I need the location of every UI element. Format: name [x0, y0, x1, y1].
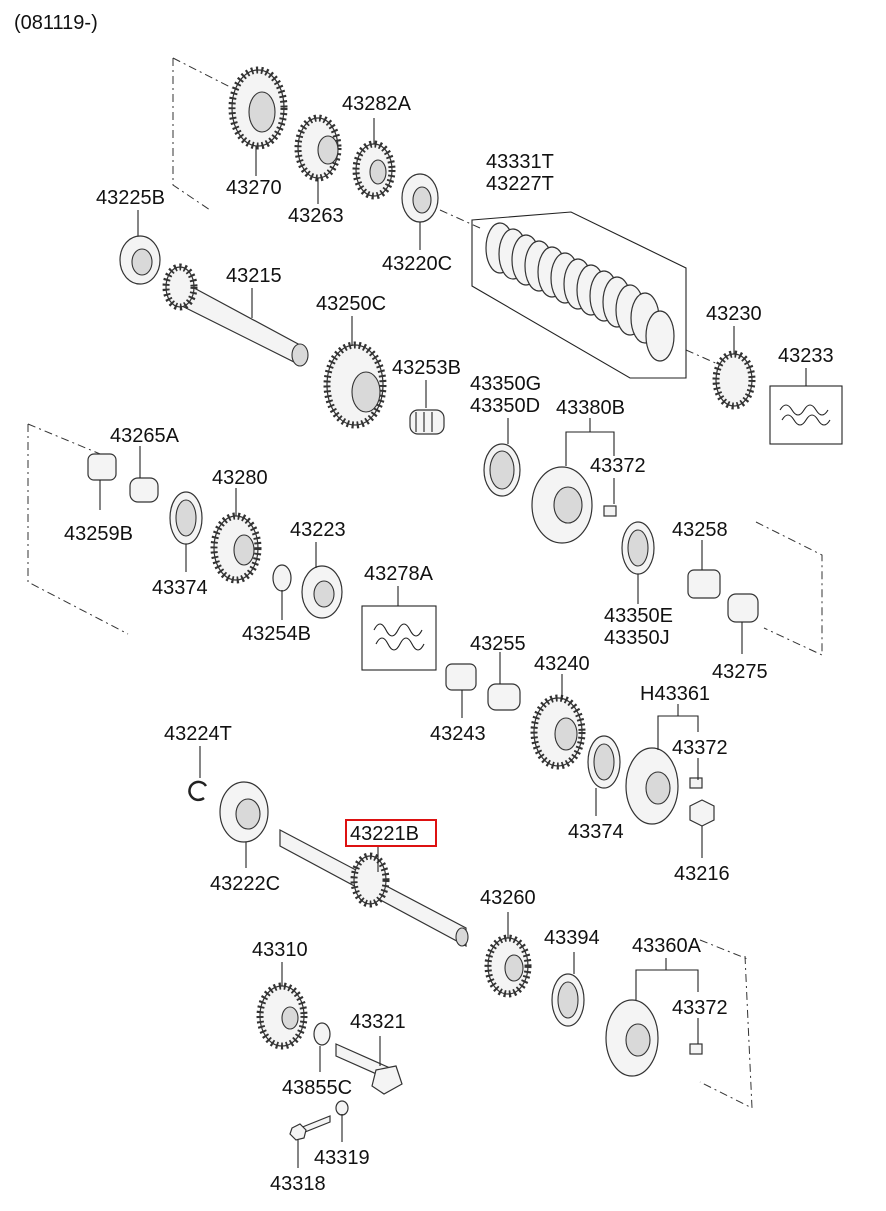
part-label-43265a[interactable]: 43265A — [110, 425, 180, 447]
part-label-43215[interactable]: 43215 — [226, 265, 282, 287]
spring-box — [769, 385, 843, 445]
synchro-hub-icon — [531, 466, 617, 544]
gear-icon — [294, 114, 342, 182]
bearing-icon — [401, 173, 439, 223]
nut-icon — [689, 799, 715, 827]
gear-icon — [530, 694, 586, 770]
part-label-43263[interactable]: 43263 — [288, 205, 344, 227]
part-label-43310[interactable]: 43310 — [252, 939, 308, 961]
part-label-h43361[interactable]: H43361 — [640, 683, 710, 705]
part-label-43270[interactable]: 43270 — [226, 177, 282, 199]
part-label-43350d[interactable]: 43350D — [470, 395, 540, 417]
part-label-43230[interactable]: 43230 — [706, 303, 762, 325]
part-label-43374-b[interactable]: 43374 — [568, 821, 624, 843]
part-label-43350j[interactable]: 43350J — [604, 627, 670, 649]
part-label-43243[interactable]: 43243 — [430, 723, 486, 745]
part-label-43255[interactable]: 43255 — [470, 633, 526, 655]
synchro-ring-icon — [551, 973, 585, 1027]
part-label-43350e[interactable]: 43350E — [604, 605, 673, 627]
part-label-43360a[interactable]: 43360A — [632, 935, 702, 957]
gear-icon — [228, 66, 288, 150]
part-label-43331t[interactable]: 43331T — [486, 151, 554, 173]
part-label-43222c[interactable]: 43222C — [210, 873, 280, 895]
spring-box — [361, 605, 437, 671]
synchro-ring-icon — [587, 735, 621, 789]
bushing-icon — [445, 663, 477, 691]
part-label-43223[interactable]: 43223 — [290, 519, 346, 541]
key-icon — [335, 1043, 403, 1095]
part-label-43394[interactable]: 43394 — [544, 927, 600, 949]
bearing-icon — [727, 593, 759, 623]
part-label-43275[interactable]: 43275 — [712, 661, 768, 683]
part-label-43225b[interactable]: 43225B — [96, 187, 165, 209]
part-label-43280[interactable]: 43280 — [212, 467, 268, 489]
group-outline-left — [27, 424, 129, 635]
part-label-43253b[interactable]: 43253B — [392, 357, 461, 379]
gear-icon — [323, 341, 387, 429]
revision-code: (081119-) — [14, 12, 98, 34]
part-label-43259b[interactable]: 43259B — [64, 523, 133, 545]
part-label-43254b[interactable]: 43254B — [242, 623, 311, 645]
synchro-ring-icon — [169, 491, 203, 545]
part-label-43318[interactable]: 43318 — [270, 1173, 326, 1195]
part-label-43380b[interactable]: 43380B — [556, 397, 625, 419]
synchro-hub-icon — [625, 747, 703, 825]
bushing-icon — [687, 569, 721, 599]
shaft-icon — [279, 829, 469, 948]
part-label-43221b[interactable]: 43221B — [350, 823, 419, 845]
part-label-43372-b[interactable]: 43372 — [672, 737, 728, 759]
bearing-icon — [119, 235, 161, 285]
part-labels[interactable]: 43270 43263 43282A 43225B 43220C 43331T … — [64, 93, 834, 1195]
bearing-icon — [301, 565, 343, 619]
gear-icon — [484, 934, 532, 998]
part-label-43260[interactable]: 43260 — [480, 887, 536, 909]
group-outline-top — [172, 58, 211, 211]
snap-ring-icon — [188, 780, 208, 802]
gear-icon — [210, 512, 262, 584]
synchro-ring-icon — [483, 443, 521, 497]
bearing-icon — [487, 683, 521, 711]
shaft-icon — [162, 263, 309, 367]
bearing-icon — [219, 781, 269, 843]
washer-icon — [335, 1100, 349, 1116]
part-label-43372[interactable]: 43372 — [590, 455, 646, 477]
washer-icon — [272, 564, 292, 592]
spring-icon — [779, 404, 831, 426]
part-label-43319[interactable]: 43319 — [314, 1147, 370, 1169]
synchro-hub-icon — [605, 999, 703, 1077]
part-label-43278a[interactable]: 43278A — [364, 563, 434, 585]
leader-lines — [99, 118, 807, 1168]
part-label-43374[interactable]: 43374 — [152, 577, 208, 599]
synchro-ring-stack — [485, 222, 675, 362]
group-outline-right — [755, 521, 823, 656]
spring-icon — [373, 623, 425, 651]
washer-icon — [313, 1022, 331, 1046]
part-label-43224t[interactable]: 43224T — [164, 723, 232, 745]
part-label-43227t[interactable]: 43227T — [486, 173, 554, 195]
bolt-icon — [289, 1115, 331, 1141]
part-label-43321[interactable]: 43321 — [350, 1011, 406, 1033]
group-outline-bottom — [699, 955, 753, 1109]
part-label-43233[interactable]: 43233 — [778, 345, 834, 367]
gear-icon — [256, 982, 308, 1050]
part-label-43372-c[interactable]: 43372 — [672, 997, 728, 1019]
part-label-43220c[interactable]: 43220C — [382, 253, 452, 275]
part-label-43855c[interactable]: 43855C — [282, 1077, 352, 1099]
part-label-43240[interactable]: 43240 — [534, 653, 590, 675]
part-label-43216[interactable]: 43216 — [674, 863, 730, 885]
part-label-43282a[interactable]: 43282A — [342, 93, 412, 115]
gear-icon — [352, 140, 396, 200]
synchro-ring-icon — [621, 521, 655, 575]
part-label-43250c[interactable]: 43250C — [316, 293, 386, 315]
highlighted-part-box — [345, 819, 437, 847]
bearing-icon — [129, 477, 159, 503]
part-label-43258[interactable]: 43258 — [672, 519, 728, 541]
gear-icon — [712, 350, 756, 410]
bushing-icon — [87, 453, 117, 481]
synchro-pack-box — [471, 211, 687, 379]
bearing-icon — [409, 409, 445, 435]
part-label-43350g[interactable]: 43350G — [470, 373, 541, 395]
